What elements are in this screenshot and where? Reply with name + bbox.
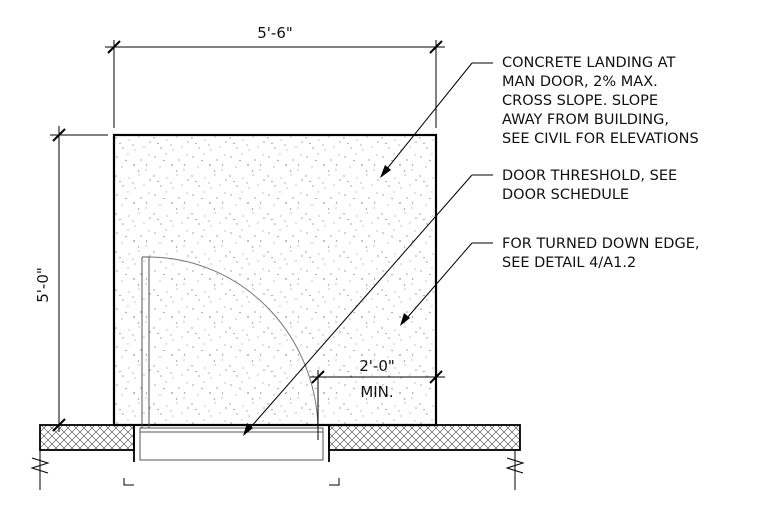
dimension-clearance: 2'-0" MIN. bbox=[310, 357, 445, 440]
door-threshold bbox=[139, 427, 324, 461]
dimension-height-label: 5'-0" bbox=[34, 267, 52, 303]
dimension-height: 5'-0" bbox=[34, 126, 108, 432]
concrete-landing bbox=[112, 133, 438, 427]
dimension-clearance-qualifier: MIN. bbox=[360, 383, 393, 401]
wall-right bbox=[328, 424, 525, 490]
note-door-threshold: DOOR THRESHOLD, SEE DOOR SCHEDULE bbox=[502, 168, 682, 203]
wall-left bbox=[30, 424, 135, 490]
dimension-clearance-label: 2'-0" bbox=[359, 357, 395, 375]
note-turned-down-edge: FOR TURNED DOWN EDGE, SEE DETAIL 4/A1.2 bbox=[502, 236, 704, 271]
leader-concrete-landing bbox=[380, 62, 493, 178]
door-swing bbox=[141, 256, 319, 433]
leader-turned-down-edge bbox=[400, 242, 493, 326]
note-concrete-landing: CONCRETE LANDING AT MAN DOOR, 2% MAX. CR… bbox=[502, 55, 699, 147]
dimension-width-label: 5'-6" bbox=[257, 24, 293, 42]
leader-door-threshold bbox=[243, 174, 493, 436]
dimension-width: 5'-6" bbox=[105, 24, 445, 128]
